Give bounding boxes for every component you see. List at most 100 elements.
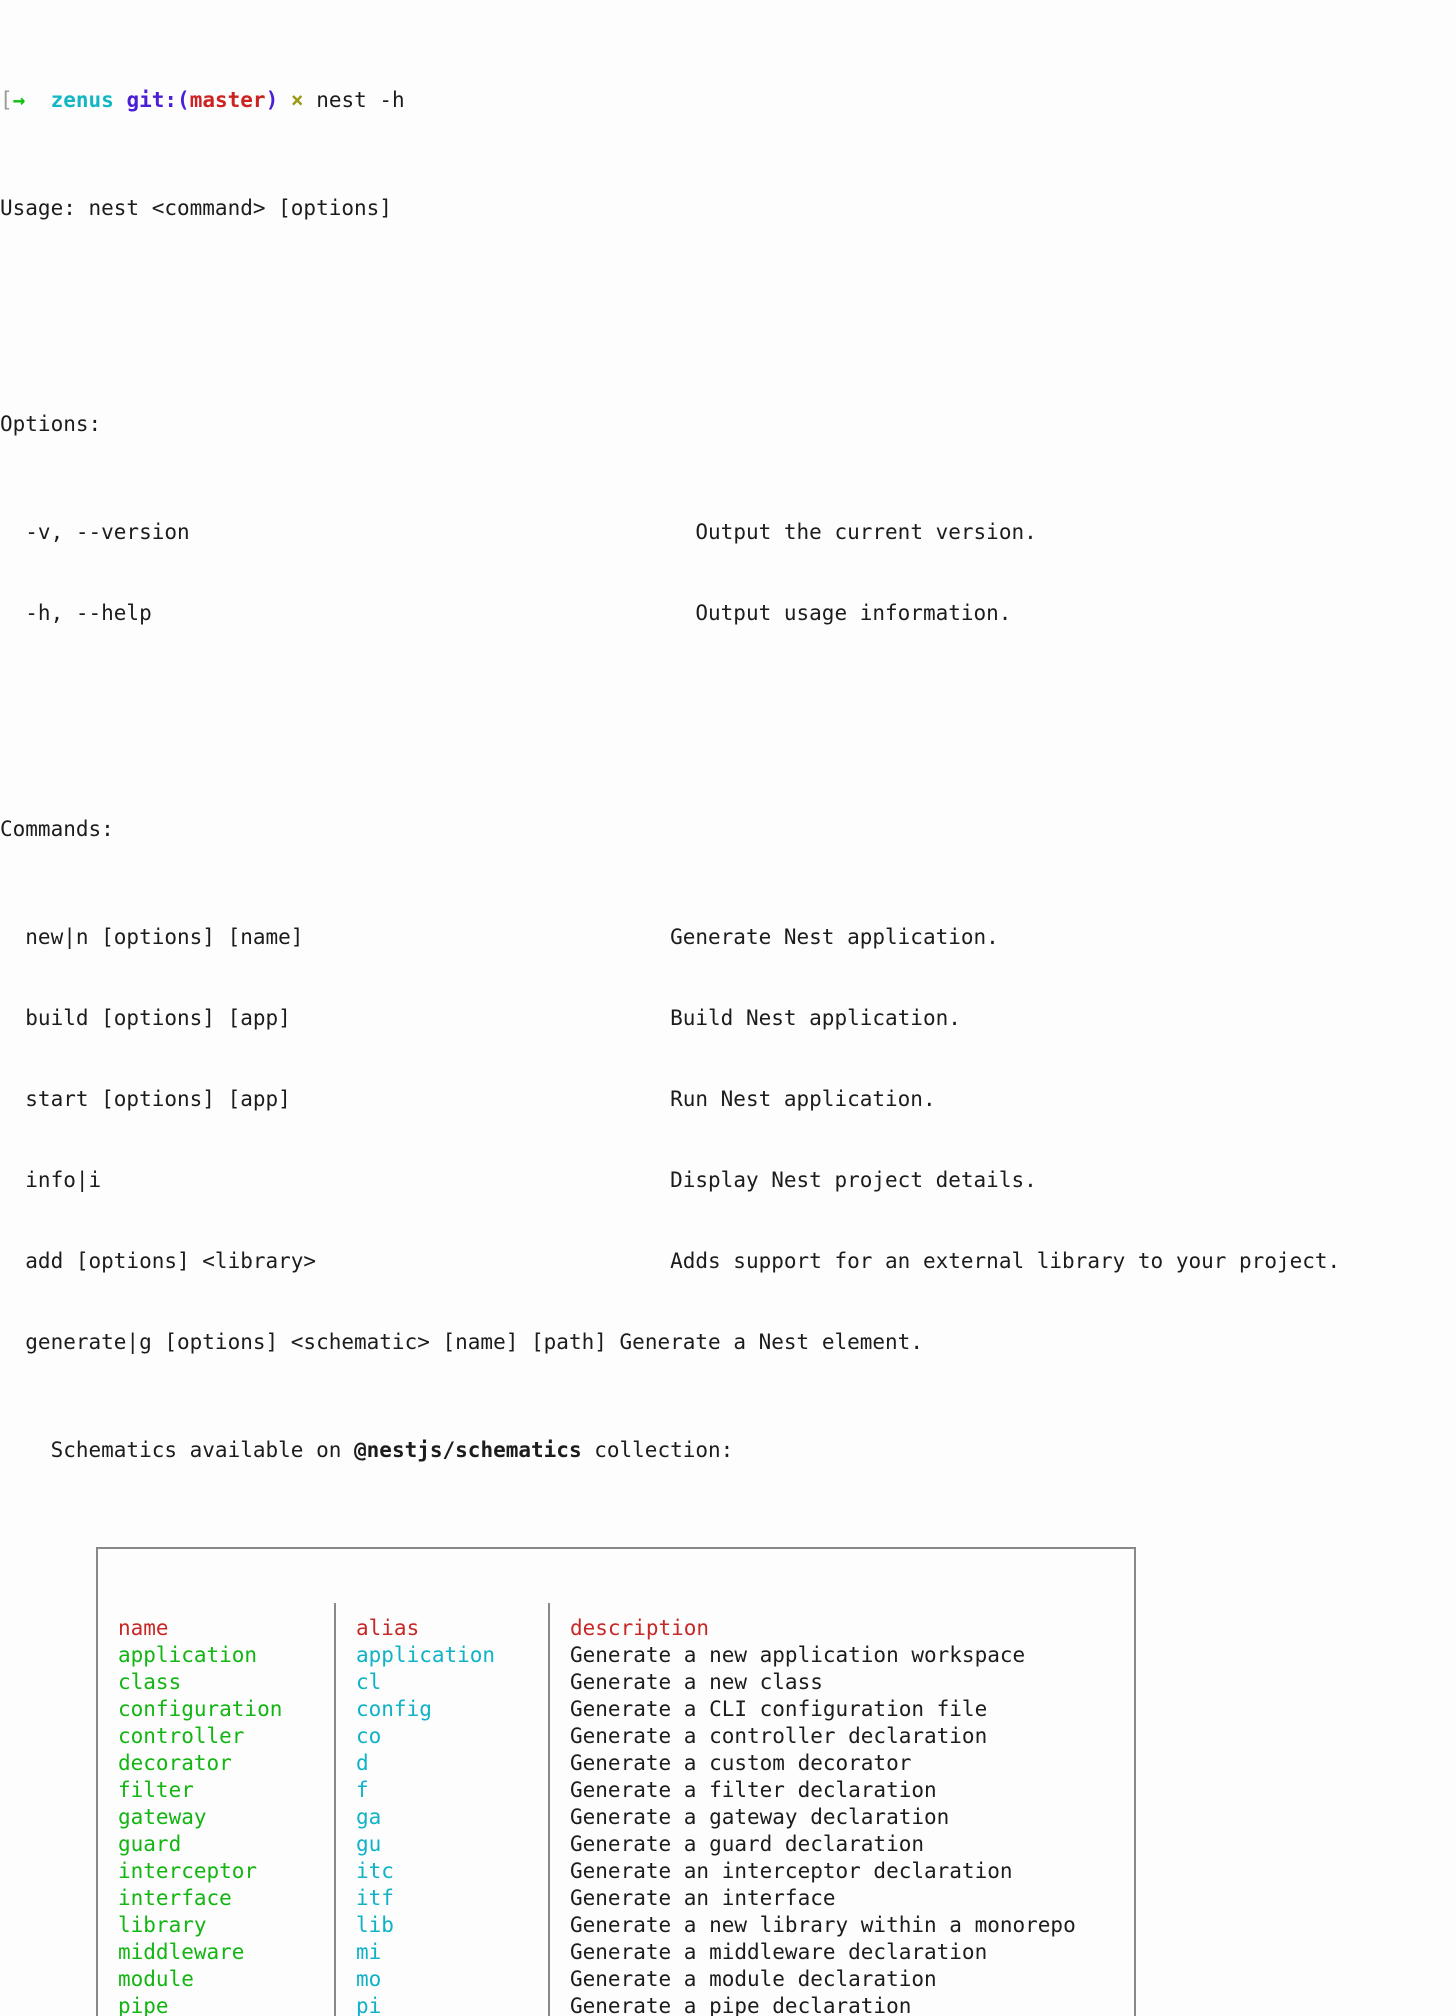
schematic-name: interface bbox=[98, 1885, 336, 1912]
schematic-description: Generate a new class bbox=[570, 1670, 823, 1694]
command-description: Run Nest application. bbox=[670, 1087, 936, 1111]
prompt-space-2 bbox=[278, 88, 291, 112]
command-signature: generate|g [options] <schematic> [name] … bbox=[0, 1330, 607, 1354]
command-pad bbox=[291, 1006, 670, 1030]
schematic-name: configuration bbox=[98, 1696, 336, 1723]
schematic-description: Generate an interceptor declaration bbox=[570, 1859, 1013, 1883]
option-row: -h, --help Output usage information. bbox=[0, 600, 1456, 627]
schematic-alias: cl bbox=[335, 1669, 550, 1696]
schematic-name: class bbox=[98, 1669, 336, 1696]
schematic-alias: ga bbox=[335, 1804, 550, 1831]
column-header-description: description bbox=[570, 1616, 710, 1640]
schematic-alias: co bbox=[335, 1723, 550, 1750]
schematic-name: middleware bbox=[98, 1939, 336, 1966]
schematic-name: controller bbox=[98, 1723, 336, 1750]
schematic-name: guard bbox=[98, 1831, 336, 1858]
schematic-alias: mo bbox=[335, 1966, 550, 1993]
schematic-description: Generate a middleware declaration bbox=[570, 1940, 988, 1964]
schematic-description: Generate a new library within a monorepo bbox=[570, 1913, 1076, 1937]
command-description: Build Nest application. bbox=[670, 1006, 961, 1030]
prompt-status-mark-icon: × bbox=[290, 88, 304, 112]
schematic-description: Generate a guard declaration bbox=[570, 1832, 925, 1856]
column-header-alias: alias bbox=[335, 1603, 550, 1642]
command-row: new|n [options] [name] Generate Nest app… bbox=[0, 924, 1456, 951]
spacer-2 bbox=[0, 708, 1456, 735]
schematic-alias: lib bbox=[335, 1912, 550, 1939]
schematics-note-suffix: collection: bbox=[581, 1438, 734, 1462]
prompt-arrow-icon: → bbox=[12, 88, 26, 112]
prompt-cwd: zenus bbox=[50, 88, 114, 112]
schematic-alias: itf bbox=[335, 1885, 550, 1912]
option-row: -v, --version Output the current version… bbox=[0, 519, 1456, 546]
option-pad bbox=[190, 520, 696, 544]
schematic-alias: f bbox=[335, 1777, 550, 1804]
schematic-name: application bbox=[98, 1642, 336, 1669]
schematic-alias: itc bbox=[335, 1858, 550, 1885]
schematic-alias: config bbox=[335, 1696, 550, 1723]
command-signature: new|n [options] [name] bbox=[0, 925, 304, 949]
schematic-description: Generate a custom decorator bbox=[570, 1751, 912, 1775]
command-pad bbox=[291, 1087, 670, 1111]
command-signature: info|i bbox=[0, 1168, 102, 1192]
schematic-description: Generate a CLI configuration file bbox=[570, 1697, 988, 1721]
schematic-alias: mi bbox=[335, 1939, 550, 1966]
schematic-description: Generate an interface bbox=[570, 1886, 836, 1910]
schematic-description: Generate a gateway declaration bbox=[570, 1805, 950, 1829]
option-description: Output usage information. bbox=[695, 601, 1012, 625]
column-header-name: name bbox=[98, 1603, 336, 1642]
prompt-git-label: git:( bbox=[126, 88, 190, 112]
command-description: Generate a Nest element. bbox=[619, 1330, 923, 1354]
schematic-description: Generate a module declaration bbox=[570, 1967, 937, 1991]
schematic-alias: pi bbox=[335, 1993, 550, 2016]
option-pad bbox=[152, 601, 696, 625]
prompt-git-close: ) bbox=[265, 88, 279, 112]
schematic-description: Generate a pipe declaration bbox=[570, 1994, 912, 2016]
schematic-name: module bbox=[98, 1966, 336, 1993]
command-row: generate|g [options] <schematic> [name] … bbox=[0, 1329, 1456, 1356]
prompt-space-1 bbox=[114, 88, 127, 112]
schematics-note-prefix: Schematics available on bbox=[0, 1438, 355, 1462]
usage-line: Usage: nest <command> [options] bbox=[0, 196, 392, 220]
command-signature: build [options] [app] bbox=[0, 1006, 291, 1030]
schematic-alias: application bbox=[335, 1642, 550, 1669]
command-description: Adds support for an external library to … bbox=[670, 1249, 1341, 1273]
schematic-name: library bbox=[98, 1912, 336, 1939]
prompt-line: [→ zenus git:(master) × nest -h bbox=[0, 87, 1456, 114]
schematic-name: gateway bbox=[98, 1804, 336, 1831]
schematic-name: interceptor bbox=[98, 1858, 336, 1885]
option-flags: -h, --help bbox=[0, 601, 152, 625]
prompt-command: nest -h bbox=[316, 88, 405, 112]
schematics-note: Schematics available on @nestjs/schemati… bbox=[0, 1437, 1456, 1464]
command-row: start [options] [app] Run Nest applicati… bbox=[0, 1086, 1456, 1113]
option-flags: -v, --version bbox=[0, 520, 190, 544]
command-row: build [options] [app] Build Nest applica… bbox=[0, 1005, 1456, 1032]
schematic-alias: d bbox=[335, 1750, 550, 1777]
table-header-row: name alias description bbox=[98, 1603, 1134, 1642]
spacer-1 bbox=[0, 303, 1456, 330]
prompt-space-3 bbox=[304, 88, 317, 112]
command-description: Generate Nest application. bbox=[670, 925, 999, 949]
schematics-package-name: @nestjs/schematics bbox=[354, 1438, 582, 1462]
schematic-name: decorator bbox=[98, 1750, 336, 1777]
schematic-alias: gu bbox=[335, 1831, 550, 1858]
command-row: info|i Display Nest project details. bbox=[0, 1167, 1456, 1194]
command-row: add [options] <library> Adds support for… bbox=[0, 1248, 1456, 1275]
schematic-description: Generate a filter declaration bbox=[570, 1778, 937, 1802]
command-description: Display Nest project details. bbox=[670, 1168, 1037, 1192]
commands-heading: Commands: bbox=[0, 817, 114, 841]
